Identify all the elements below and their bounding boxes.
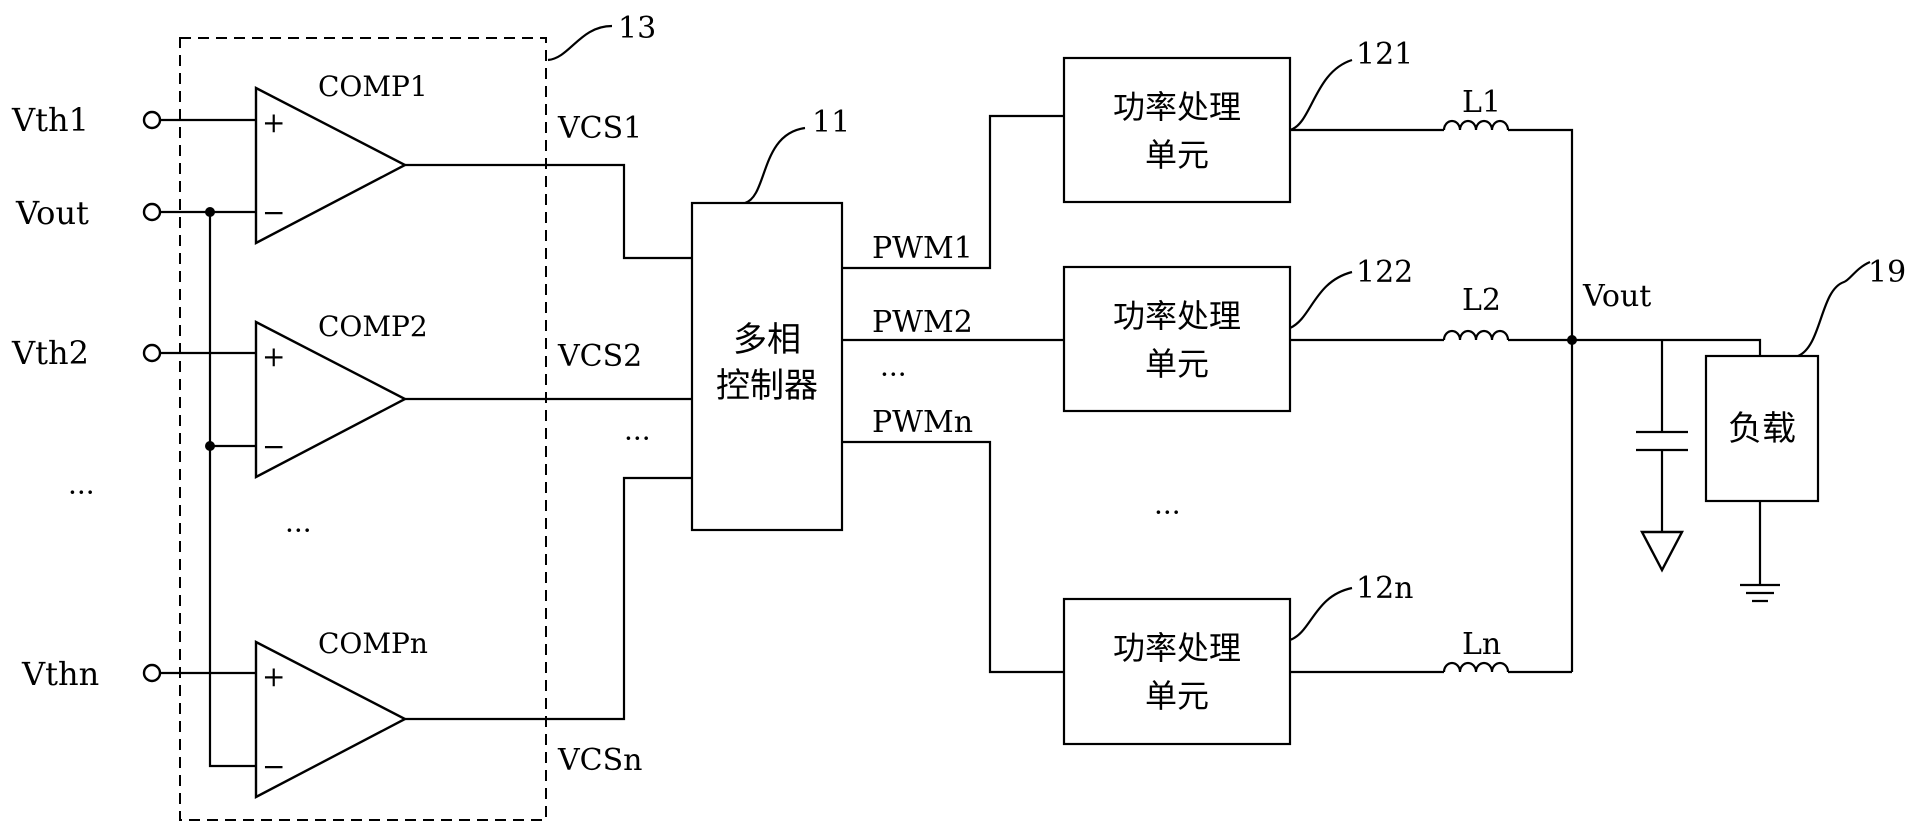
- wire-vcs1: [405, 163, 692, 260]
- vthn-terminal: [142, 663, 162, 683]
- load-label: 负载: [1728, 409, 1796, 449]
- pwmn-label: PWMn: [872, 405, 973, 440]
- power-unit-121-line1: 功率处理: [1113, 88, 1241, 126]
- controller-ref: 11: [812, 105, 850, 140]
- plus-sign: +: [262, 106, 285, 139]
- wire-l1-to-bus: [1508, 128, 1574, 672]
- vcsn-label: VCSn: [557, 743, 643, 778]
- vthn-label: Vthn: [21, 655, 99, 693]
- pwm-ellipsis: ···: [880, 358, 907, 391]
- comparator-n: [254, 640, 408, 799]
- inductor-l2-label: L2: [1462, 283, 1501, 318]
- vout-input-label: Vout: [15, 194, 89, 232]
- vth1-terminal: [142, 110, 162, 130]
- vcs2-label: VCS2: [557, 339, 642, 374]
- inductor-l2: [1442, 329, 1510, 341]
- inductor-ln-label: Ln: [1462, 627, 1501, 662]
- wire-pwm1: [842, 114, 1064, 270]
- comparator-block-leader: [547, 24, 613, 62]
- controller-label-line2: 控制器: [716, 366, 818, 406]
- load-leader: [1797, 260, 1871, 358]
- wire-output-bus: [1572, 338, 1762, 356]
- junction-dot: [205, 207, 215, 217]
- vth2-terminal: [142, 343, 162, 363]
- vth2-label: Vth2: [11, 334, 89, 372]
- comparator-1-label: COMP1: [318, 70, 428, 103]
- comparator-1: [254, 86, 408, 245]
- vout-terminal: [142, 202, 162, 222]
- power-unit-12n-leader: [1289, 586, 1353, 642]
- power-unit-12n-box: [1062, 597, 1292, 746]
- pwm1-label: PWM1: [872, 231, 973, 266]
- plus-sign: +: [262, 340, 285, 373]
- power-unit-12n-line1: 功率处理: [1113, 629, 1241, 667]
- load-box: [1704, 354, 1820, 503]
- comparator-block-ref: 13: [618, 11, 656, 46]
- minus-sign: −: [262, 430, 285, 463]
- power-unit-121-line2: 单元: [1145, 136, 1209, 174]
- output-capacitor: [1636, 430, 1688, 452]
- inductor-l1-label: L1: [1462, 85, 1501, 120]
- junction-dot: [205, 441, 215, 451]
- wire-vout-bus: [208, 212, 256, 768]
- plus-sign: +: [262, 660, 285, 693]
- power-unit-12n-line2: 单元: [1145, 677, 1209, 715]
- inductor-ln: [1442, 661, 1510, 673]
- vcs1-label: VCS1: [557, 111, 642, 146]
- wire-pwmn: [842, 440, 1064, 674]
- output-vout-label: Vout: [1582, 279, 1651, 314]
- pwm2-label: PWM2: [872, 305, 973, 340]
- power-unit-122-line2: 单元: [1145, 345, 1209, 383]
- vcs-ellipsis: ···: [624, 422, 651, 455]
- comparator-n-label: COMPn: [318, 627, 428, 660]
- power-unit-122-leader: [1289, 270, 1353, 330]
- power-units-ellipsis: ···: [1154, 496, 1181, 529]
- ground-icon: [1740, 583, 1780, 603]
- comparators-ellipsis: ···: [285, 514, 312, 547]
- comparator-2: [254, 320, 408, 479]
- wire-vcsn: [405, 476, 692, 721]
- power-unit-121-leader: [1289, 58, 1353, 132]
- power-unit-121-ref: 121: [1356, 37, 1413, 72]
- ground-triangle-icon: [1640, 530, 1684, 573]
- minus-sign: −: [262, 750, 285, 783]
- inductor-l1: [1442, 119, 1510, 131]
- multiphase-controller-box: [690, 201, 844, 532]
- power-unit-122-ref: 122: [1356, 255, 1413, 290]
- load-ref: 19: [1868, 255, 1906, 290]
- inputs-ellipsis: ···: [68, 476, 95, 509]
- vth1-label: Vth1: [11, 101, 89, 139]
- comparator-block-boundary: [179, 37, 547, 821]
- comparator-2-label: COMP2: [318, 310, 428, 343]
- minus-sign: −: [262, 196, 285, 229]
- controller-leader: [744, 126, 806, 205]
- power-unit-121-box: [1062, 56, 1292, 204]
- power-unit-12n-ref: 12n: [1356, 571, 1414, 606]
- power-unit-122-box: [1062, 265, 1292, 413]
- controller-label-line1: 多相: [733, 320, 801, 360]
- power-unit-122-line1: 功率处理: [1113, 297, 1241, 335]
